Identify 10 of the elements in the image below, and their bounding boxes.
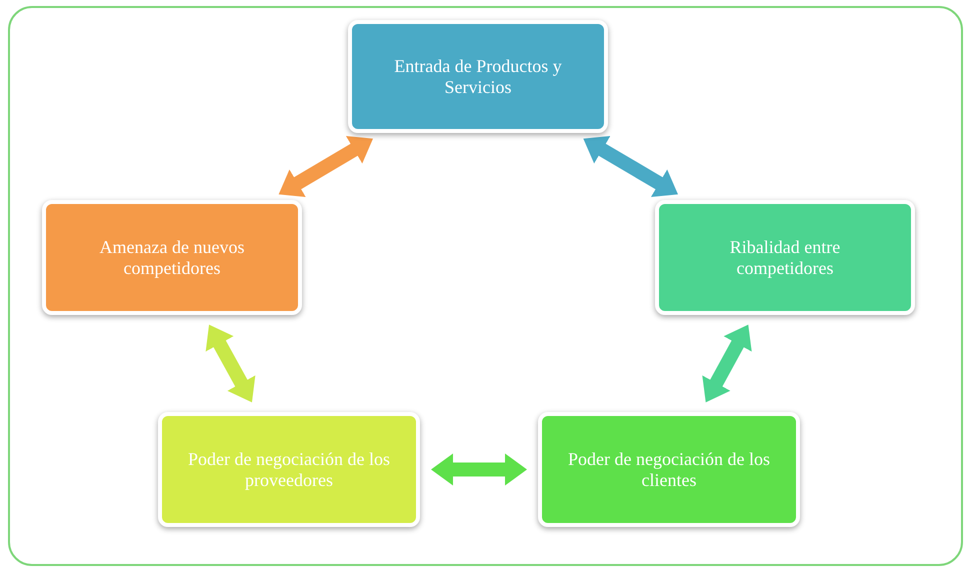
- double-arrow: [278, 136, 374, 197]
- double-arrow: [583, 136, 678, 198]
- box-label: Entrada de Productos y Servicios: [393, 56, 563, 98]
- double-arrow: [206, 324, 256, 402]
- box-label: Poder de negociación de los clientes: [567, 448, 771, 490]
- double-arrow: [702, 324, 752, 402]
- box-label: Ribalidad entre competidores: [728, 236, 842, 278]
- box-label: Poder de negociación de los proveedores: [187, 448, 391, 490]
- box-label: Amenaza de nuevos competidores: [98, 236, 246, 278]
- double-arrow: [431, 454, 527, 486]
